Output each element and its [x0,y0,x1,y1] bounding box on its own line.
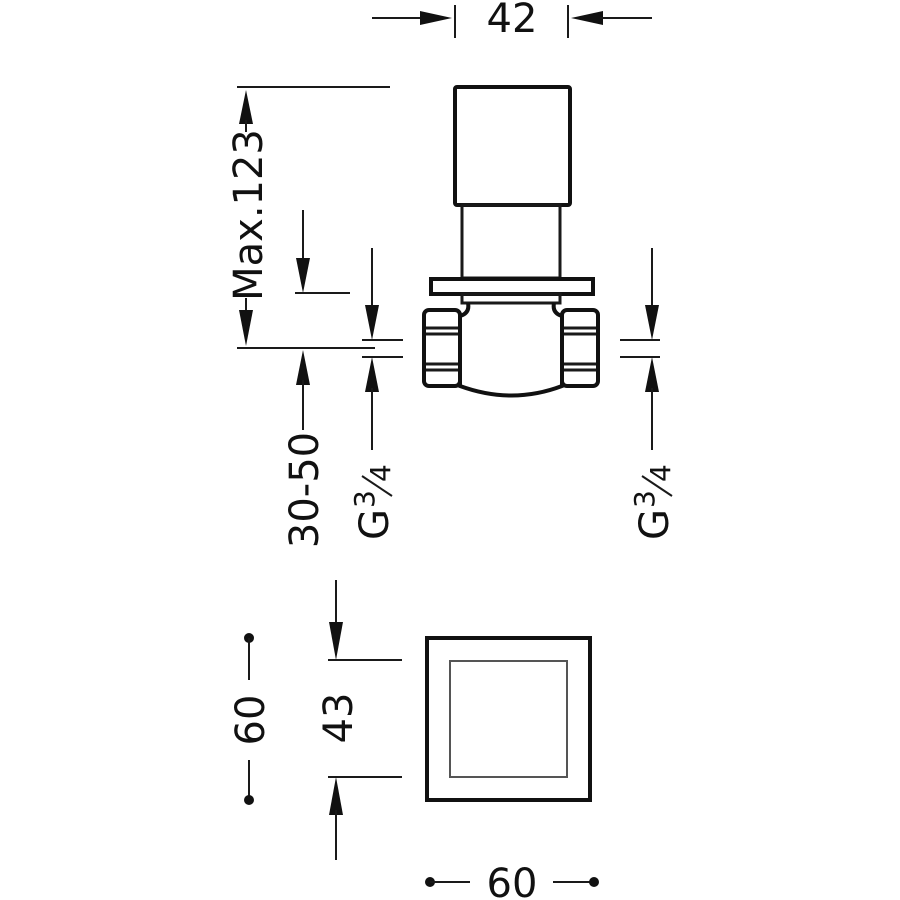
height-dimension-max: Max.123 [226,86,390,349]
arrow-down-icon [239,310,253,346]
dot-marker-icon [244,795,254,805]
left-thread-g: G [352,509,398,540]
arrow-left-icon [571,11,603,25]
valve-side-view [422,85,600,398]
arrow-up-icon [239,90,253,124]
plate-width-label: 60 [487,861,538,900]
right-thread-g: G [632,509,678,540]
wall-depth-dimension: 30-50 [282,210,350,548]
front-plate-view [425,636,592,802]
left-thread-dimension: G 3 4 [348,248,403,540]
arrow-right-icon [420,11,452,25]
arrow-down-icon [645,305,659,340]
inner-square [449,660,568,778]
inner-height-dimension: 43 [316,580,402,860]
arrow-up-icon [329,777,343,815]
arrow-up-icon [645,357,659,392]
valve-stem [460,203,562,280]
inner-height-label: 43 [316,693,362,744]
width-dimension-top: 42 [372,0,652,42]
plate-width-dimension: 60 [425,861,599,900]
right-thread-denominator: 4 [644,464,677,482]
right-thread-numerator: 3 [628,490,661,508]
arrow-up-icon [365,357,379,392]
arrow-down-icon [296,258,310,293]
handle-cap [453,85,572,207]
left-thread-denominator: 4 [364,464,397,482]
left-thread-numerator: 3 [348,490,381,508]
arrow-down-icon [329,622,343,660]
right-connector [560,308,600,388]
wall-depth-label: 30-50 [282,432,328,548]
valve-body [458,302,564,398]
outer-plate [425,636,592,802]
plate-height-label: 60 [228,695,274,746]
right-thread-dimension: G 3 4 [620,248,678,540]
dot-marker-icon [589,877,599,887]
left-connector [422,308,462,388]
arrow-down-icon [365,305,379,340]
width-label-42: 42 [487,0,538,42]
flange-collar [460,292,562,305]
flange-plate [429,277,595,296]
max-height-label: Max.123 [226,129,272,301]
plate-height-dimension: 60 [228,633,274,805]
arrow-up-icon [296,350,310,385]
